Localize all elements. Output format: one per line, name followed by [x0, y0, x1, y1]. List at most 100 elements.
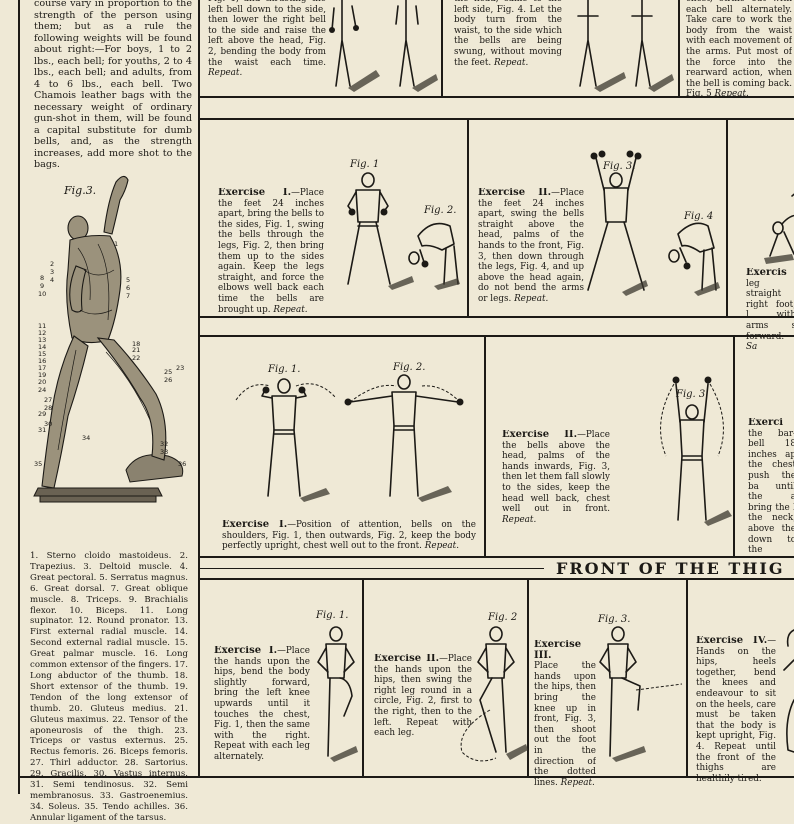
row3-ex1-figure	[317, 626, 358, 762]
row1-ex3-partial-title: Exercis	[746, 268, 787, 278]
muscle-number-19: 19	[38, 371, 46, 379]
muscle-number-18: 18	[132, 340, 140, 348]
row1-ex2-figures	[587, 150, 720, 296]
row2-ex1-title: Exercise I.	[222, 520, 288, 530]
muscle-number-33: 33	[160, 448, 168, 456]
anatomy-muscle-lines	[57, 243, 151, 451]
row2-ex2-text: Exercise II.—Place the bells above the h…	[502, 430, 610, 525]
row2-ex1-text: Exercise I.—Position of attention, bells…	[222, 520, 476, 552]
row3-ex2-title: Exercise II.	[374, 654, 440, 664]
row1-ex1-text: Exercise I.—Place the feet 24 inches apa…	[218, 188, 324, 315]
muscle-number-30: 30	[44, 420, 52, 428]
row3-ex2-fig2-label: Fig. 2	[488, 612, 518, 623]
row1-ex2-fig4-label: Fig. 4	[684, 211, 714, 222]
row1-ex2-title: Exercise II.	[478, 188, 552, 198]
muscle-number-17: 17	[38, 364, 46, 372]
muscle-number-8: 8	[40, 274, 44, 282]
row3-col-divider-1	[362, 578, 364, 776]
muscle-number-31: 31	[38, 426, 46, 434]
row2-top-line	[198, 335, 794, 337]
muscle-number-14: 14	[38, 343, 46, 351]
row2-ex1-figures	[235, 374, 464, 502]
top-strip-col-b	[678, 0, 680, 96]
row3-ex4-title: Exercise IV.	[696, 636, 768, 646]
anatomy-rock	[125, 454, 184, 483]
row2-ex2-figure	[660, 376, 732, 526]
row3-col-divider-3	[686, 578, 688, 776]
row1-ex1-figures	[347, 172, 460, 290]
row2-ex2-fig3-label: Fig. 3.	[676, 389, 709, 400]
muscle-number-10: 10	[38, 290, 46, 298]
row2-ex1-fig1-label: Fig. 1.	[268, 364, 301, 375]
anatomy-muscle-figure	[41, 175, 167, 489]
muscle-number-25: 25	[164, 368, 172, 376]
row1-ex2-fig3-label: Fig. 3.	[603, 161, 636, 172]
row2-ex3-partial-title: Exerci	[748, 418, 784, 428]
muscle-number-6: 6	[126, 284, 130, 292]
muscle-number-3: 3	[50, 268, 54, 276]
muscle-number-2: 2	[50, 260, 54, 268]
row3-ex3-fig3-label: Fig. 3.	[598, 614, 631, 625]
row3-ex3-text: Exercise III.Place the hands upon the hi…	[534, 640, 596, 788]
top-strip-figures-a	[329, 0, 438, 92]
muscle-number-36: 36	[178, 460, 186, 468]
muscle-number-15: 15	[38, 350, 46, 358]
anatomy-fig-label: Fig.3.	[64, 184, 97, 197]
muscle-number-1: 1	[114, 240, 118, 248]
muscle-number-9: 9	[40, 282, 44, 290]
muscle-number-4: 4	[50, 276, 54, 284]
intro-paragraph: course vary in proportion to the strengt…	[34, 0, 192, 170]
muscle-number-13: 13	[38, 336, 46, 344]
top-strip-figures-b	[577, 0, 674, 92]
row3-ex1-text: Exercise I.—Place the hands upon the hip…	[214, 646, 310, 762]
top-strip-text-b: the head, same to the left side, Fig. 4.…	[454, 0, 562, 68]
row3-ex3-figure	[599, 626, 683, 762]
row3-ex3-title: Exercise III.	[534, 640, 582, 661]
row2-col-divider-1	[484, 335, 486, 556]
row2-col-divider-2	[733, 335, 735, 556]
row1-ex2-text: Exercise II.—Place the feet 24 inches ap…	[478, 188, 584, 304]
row1-ex3-partial-figure	[764, 193, 794, 264]
muscle-number-23: 23	[176, 364, 184, 372]
top-strip-divider	[198, 96, 794, 98]
row3-ex1-title: Exercise I.	[214, 646, 278, 656]
muscle-number-5: 5	[126, 276, 130, 284]
muscle-number-34: 34	[82, 434, 90, 442]
anatomy-plinth	[33, 487, 163, 503]
row1-top-line	[198, 118, 794, 120]
row2-ex2-title: Exercise II.	[502, 430, 578, 440]
top-strip-text-a: Fig. 1, and thrusting the left bell down…	[208, 0, 326, 79]
anatomy-figure-svg: 1 2 3 4 5 6 7 8 9 10 11 12 13 14 15 16 1…	[33, 175, 186, 503]
left-column-divider	[198, 0, 200, 778]
muscle-number-11: 11	[38, 322, 46, 330]
muscle-number-28: 28	[44, 404, 52, 412]
muscle-number-22: 22	[132, 354, 140, 362]
left-outer-border	[18, 0, 20, 794]
muscle-number-16: 16	[38, 357, 46, 365]
bottom-border	[18, 776, 794, 778]
muscle-number-20: 20	[38, 378, 46, 386]
muscle-number-35: 35	[34, 460, 42, 468]
row1-ex1-title: Exercise I.	[218, 188, 292, 198]
row3-ex4-text: Exercise IV.—Hands on the hips, heels to…	[696, 636, 776, 784]
row1-col-divider-2	[726, 118, 728, 316]
row1-ex1-fig2-label: Fig. 2.	[424, 205, 457, 216]
row3-top-line	[198, 578, 794, 580]
muscle-number-27: 27	[44, 396, 52, 404]
row3-ex2-figure	[460, 626, 528, 762]
section-title-front-of-thigh: FRONT OF THE THIG	[556, 559, 785, 578]
anatomy-legend: 1. Sterno cloido mastoideus. 2. Trapeziu…	[30, 551, 188, 823]
row2-bottom-line	[198, 556, 794, 558]
muscle-number-7: 7	[126, 292, 130, 300]
muscle-number-21: 21	[132, 346, 140, 354]
row2-ex1-fig2-label: Fig. 2.	[393, 362, 426, 373]
row3-ex2-text: Exercise II.—Place the hands upon the hi…	[374, 654, 472, 739]
muscle-number-32: 32	[160, 440, 168, 448]
top-strip-text-c: chest, strike out with each bell alterna…	[686, 0, 792, 100]
row3-ex4-partial-figure	[783, 629, 794, 753]
muscle-number-12: 12	[38, 329, 46, 337]
row3-col-divider-2	[527, 578, 529, 776]
muscle-number-26: 26	[164, 376, 172, 384]
